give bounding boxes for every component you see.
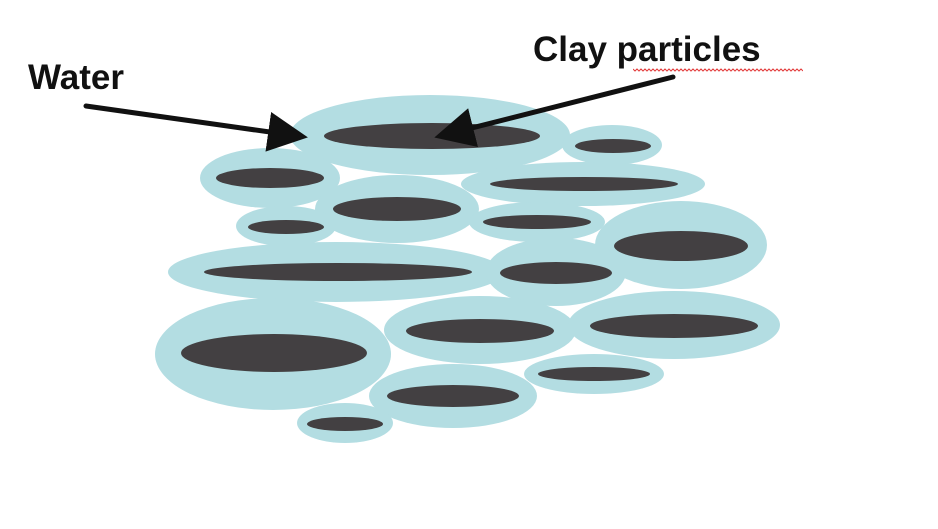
spellcheck-underline [633,68,803,72]
clay-particle [248,220,324,234]
clay-particle [324,123,540,149]
clay-particle [307,417,383,431]
clay-arrow [434,74,676,148]
clay-particle [590,314,758,338]
clay-particle [614,231,748,261]
clay-particle [204,263,472,281]
water-arrow [83,103,308,152]
clay-particle [483,215,591,229]
clay-particles [181,123,758,431]
clay-particle [500,262,612,284]
annotation-arrows [83,74,676,152]
clay-particle [575,139,651,153]
clay-particle [406,319,554,343]
clay-particle [333,197,461,221]
clay-particle [387,385,519,407]
clay-particle [216,168,324,188]
clay-particle [490,177,678,191]
clay-particles-label: Clay particles [533,30,761,69]
clay-particle [538,367,650,381]
clay-particle [181,334,367,372]
water-label: Water [28,58,124,97]
